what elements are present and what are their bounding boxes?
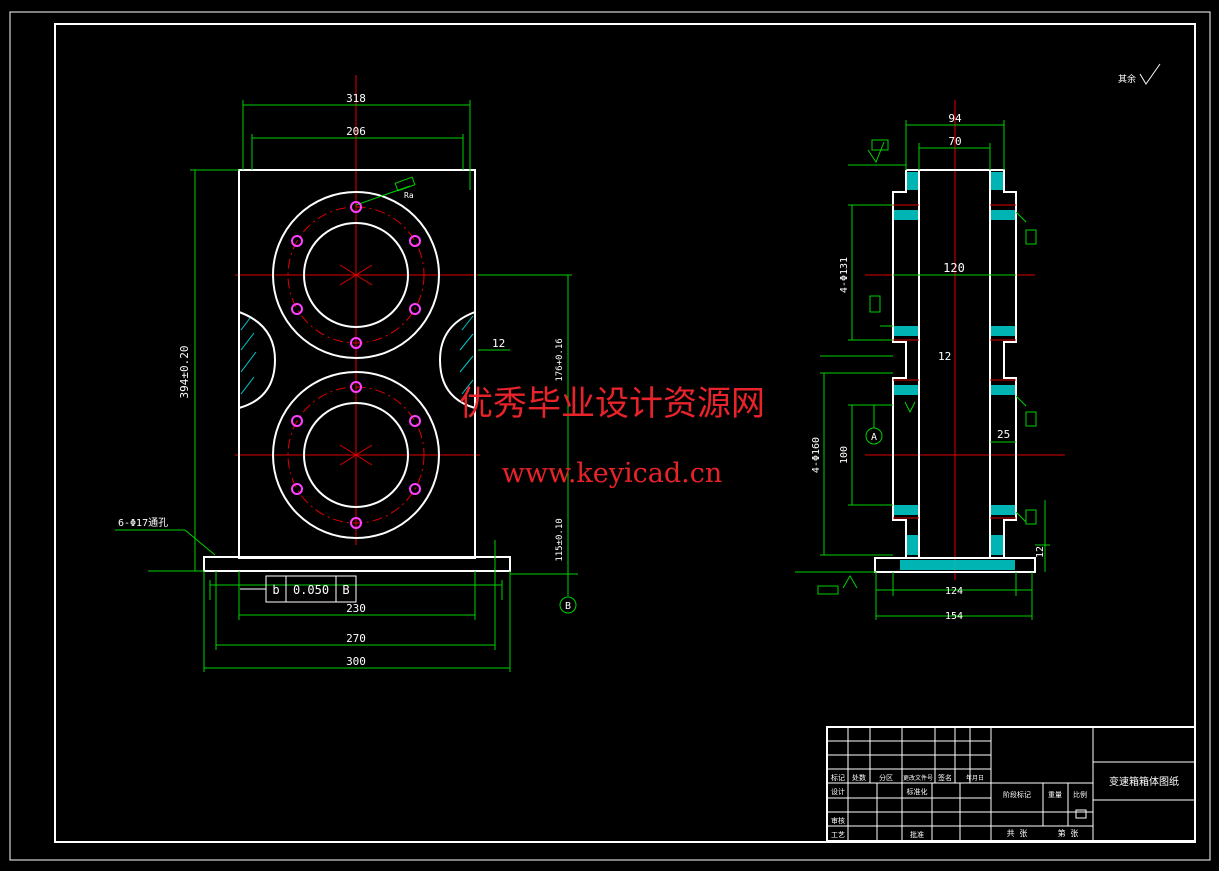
- lower-bearing-flange: [272, 371, 440, 539]
- side-body-outline: [874, 169, 1036, 573]
- tolerance-symbol: b: [272, 583, 279, 597]
- tolerance-datum: B: [342, 583, 349, 597]
- upper-bearing-flange: [272, 176, 440, 359]
- front-tolerance-frame: [240, 575, 357, 603]
- title-stage-mark: 阶段标记: [1003, 790, 1031, 799]
- title-label-signature: 签名: [938, 773, 952, 782]
- tolerance-value: 0.050: [293, 583, 329, 597]
- side-section-hatch: [894, 172, 1015, 570]
- front-centerlines: [235, 75, 480, 545]
- watermark-line-1: 优秀毕业设计资源网: [459, 384, 765, 424]
- dim-front-bottom-3: 300: [346, 655, 366, 668]
- title-label-count: 处数: [852, 773, 866, 782]
- dim-side-top-outer: 94: [948, 112, 962, 125]
- dim-front-bottom-2: 270: [346, 632, 366, 645]
- title-standardize: 标准化: [907, 787, 928, 796]
- dim-side-bottom-1: 124: [945, 586, 963, 597]
- dim-side-top-inner: 70: [948, 135, 961, 148]
- title-label-zone: 分区: [879, 773, 893, 782]
- title-approve: 批准: [910, 830, 924, 839]
- title-weight: 重量: [1048, 791, 1062, 799]
- front-view: 318 206 394±0.20 12 176+0.16 115±0.10 6-…: [115, 75, 578, 672]
- drawing-frame: [9, 11, 1211, 861]
- dim-front-lower-center: 115±0.10: [555, 518, 565, 561]
- dim-side-lower-bore: 4-Φ160: [811, 437, 822, 473]
- title-label-change-doc: 更改文件号: [903, 774, 933, 782]
- watermark-line-2: www.keyicad.cn: [502, 458, 723, 489]
- title-sheet-total: 共 张: [1007, 829, 1028, 838]
- dim-side-rib: 12: [938, 350, 951, 363]
- dim-side-bottom-2: 154: [945, 611, 963, 622]
- front-hole-note: 6-Φ17通孔: [118, 517, 168, 529]
- dim-side-mid: 120: [943, 261, 965, 275]
- title-reviewer: 审核: [831, 816, 845, 825]
- dim-side-upper-bore: 4-Φ131: [839, 257, 850, 293]
- upper-bolt-holes: [291, 201, 421, 349]
- title-block-title: 变速箱箱体图纸: [1109, 775, 1179, 788]
- roughness-note-text: 其余: [1118, 73, 1136, 85]
- lower-bolt-holes: [291, 381, 421, 529]
- dim-front-bottom-1: 230: [346, 602, 366, 615]
- front-bolt-callout: Ra: [404, 191, 414, 200]
- roughness-note: 其余: [1118, 63, 1161, 85]
- side-bore-lines: [893, 204, 1016, 519]
- front-datum-label: B: [565, 601, 571, 612]
- dim-front-top-inner: 206: [346, 125, 366, 138]
- side-datum-label: A: [871, 432, 877, 443]
- title-designer: 设计: [831, 787, 845, 796]
- front-body-outline: [203, 169, 511, 572]
- dim-side-base: 12: [1035, 546, 1046, 558]
- front-rib-hatch: [240, 315, 474, 395]
- title-scale: 比例: [1073, 790, 1087, 799]
- title-block: 变速箱箱体图纸 标记 处数 分区 更改文件号 签名 年月日 设计 标准化 审核 …: [826, 726, 1196, 842]
- side-view: 94 70 120 12 25 4-Φ131 4-Φ160 100 124 15…: [795, 100, 1065, 622]
- roughness-symbol-icon: [1139, 63, 1161, 85]
- dim-side-wall: 25: [997, 428, 1010, 441]
- side-roughness-marks: [817, 139, 1037, 595]
- front-datum-circle: [559, 596, 577, 614]
- title-block-scale-box: [1075, 809, 1087, 819]
- title-label-date: 年月日: [966, 774, 984, 782]
- side-dimension-lines: [795, 120, 1050, 620]
- dim-front-top-outer: 318: [346, 92, 366, 105]
- title-label-mark: 标记: [831, 773, 845, 782]
- watermark: 优秀毕业设计资源网 www.keyicad.cn: [459, 384, 765, 489]
- title-process: 工艺: [831, 831, 845, 839]
- front-dimension-lines: [115, 100, 578, 672]
- dim-front-upper-center: 176+0.16: [555, 338, 565, 381]
- dim-front-height-total: 394±0.20: [178, 346, 191, 399]
- dim-side-depth: 100: [839, 446, 850, 464]
- title-sheet-no: 第 张: [1058, 828, 1079, 838]
- dim-front-rib: 12: [492, 337, 505, 350]
